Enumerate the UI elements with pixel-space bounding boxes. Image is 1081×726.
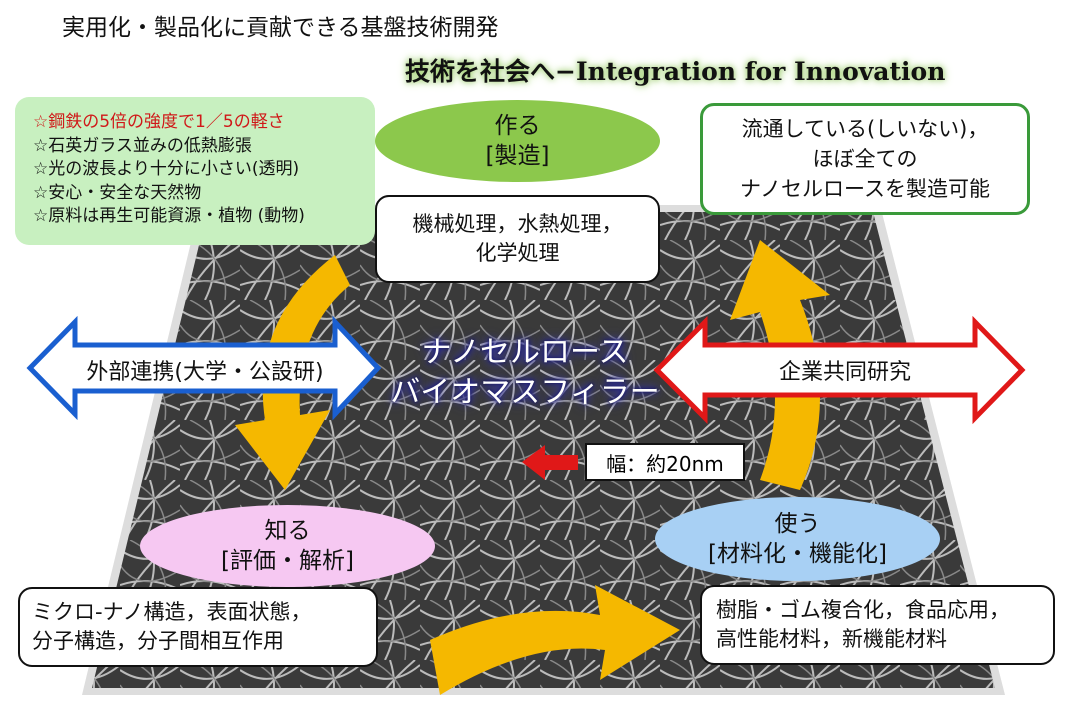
center-title-line: ナノセルロース <box>421 335 629 370</box>
center-title: ナノセルロース バイオマスフィラー <box>385 333 665 413</box>
external-collaboration-arrow <box>26 315 382 421</box>
corporate-research-label: 企業共同研究 <box>778 360 911 385</box>
make-title: 作る <box>494 113 541 139</box>
know-title: 知る <box>264 518 311 544</box>
callout-line: 流通している(しいない)， <box>741 117 989 141</box>
use-detail-line: 樹脂・ゴム複合化，食品応用， <box>716 598 1010 622</box>
use-title: 使う <box>774 511 821 537</box>
make-subtitle: [製造] <box>485 143 550 169</box>
use-ellipse: 使う [材料化・機能化] <box>655 497 940 581</box>
make-detail-line: 化学処理 <box>475 241 560 265</box>
know-subtitle: [評価・解析] <box>221 548 354 574</box>
feature-item: ☆光の波長より十分に小さい(透明) <box>33 159 300 179</box>
use-subtitle: [材料化・機能化] <box>708 541 887 567</box>
page-title: 実用化・製品化に貢献できる基盤技術開発 <box>62 15 499 41</box>
know-detail-line: ミクロ-ナノ構造，表面状態， <box>32 600 312 624</box>
know-ellipse: 知る [評価・解析] <box>140 505 435 587</box>
callout-line: ほぼ全ての <box>812 147 918 171</box>
callout-line: ナノセルロースを製造可能 <box>740 177 990 201</box>
use-detail-line: 高性能材料，新機能材料 <box>716 627 947 651</box>
use-detail-box: 樹脂・ゴム複合化，食品応用， 高性能材料，新機能材料 <box>700 585 1055 665</box>
external-collaboration-label: 外部連携(大学・公設研) <box>86 360 324 385</box>
feature-item: ☆石英ガラス並みの低熱膨張 <box>33 135 252 156</box>
features-box: ☆鋼鉄の5倍の強度で1／5の軽さ ☆石英ガラス並みの低熱膨張 ☆光の波長より十分… <box>15 97 375 245</box>
feature-item: ☆安心・安全な天然物 <box>33 182 202 203</box>
make-ellipse: 作る [製造] <box>375 100 660 182</box>
cycle-arrow-bottom <box>430 585 680 695</box>
feature-item: ☆原料は再生可能資源・植物 (動物) <box>33 206 305 226</box>
make-detail-box: 機械処理，水熱処理， 化学処理 <box>375 195 660 283</box>
fiber-width-label: 幅：約20nm <box>585 443 745 481</box>
make-detail-line: 機械処理，水熱処理， <box>412 212 623 236</box>
feature-item: ☆鋼鉄の5倍の強度で1／5の軽さ <box>33 112 285 132</box>
subtitle: 技術を社会へ−Integration for Innovation <box>405 57 946 86</box>
know-detail-line: 分子構造，分子間相互作用 <box>32 629 284 653</box>
width-pointer-arrow <box>522 445 578 480</box>
production-callout: 流通している(しいない)， ほぼ全ての ナノセルロースを製造可能 <box>700 103 1030 215</box>
corporate-research-arrow <box>653 315 1026 425</box>
know-detail-box: ミクロ-ナノ構造，表面状態， 分子構造，分子間相互作用 <box>18 587 378 667</box>
center-title-line: バイオマスフィラー <box>390 375 660 410</box>
